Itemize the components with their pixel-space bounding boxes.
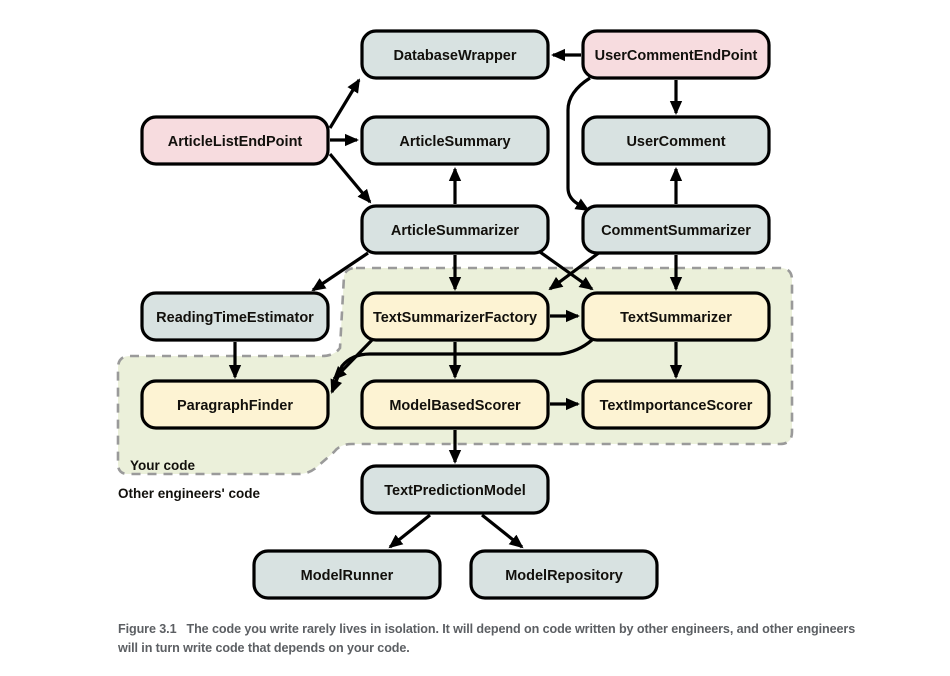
node-label: TextSummarizer [620,310,732,326]
edge-articlelistendpoint-articlesummarizer [328,152,372,204]
node-commentsummarizer[interactable]: CommentSummarizer [581,204,771,255]
edge-articlesummarizer-textsummarizer [539,250,594,291]
edge-textpredictionmodel-modelrunner [388,513,431,549]
figure-caption-text: The code you write rarely lives in isola… [118,622,856,655]
node-textsummarizerfactory[interactable]: TextSummarizerFactory [360,291,550,342]
node-layer: DatabaseWrapper UserCommentEndPoint Arti… [140,29,771,600]
node-usercommentendpoint[interactable]: UserCommentEndPoint [581,29,771,80]
node-modelrunner[interactable]: ModelRunner [252,549,442,600]
node-articlesummarizer[interactable]: ArticleSummarizer [360,204,550,255]
node-label: ArticleSummary [399,134,510,150]
node-databasewrapper[interactable]: DatabaseWrapper [360,29,550,80]
node-textimportancescorer[interactable]: TextImportanceScorer [581,379,771,430]
node-label: ArticleSummarizer [391,223,519,239]
figure-number: Figure 3.1 [118,622,177,636]
node-articlelistendpoint[interactable]: ArticleListEndPoint [140,115,330,166]
node-label: CommentSummarizer [601,223,751,239]
node-textpredictionmodel[interactable]: TextPredictionModel [360,464,550,515]
node-label: ModelBasedScorer [389,398,521,414]
edge-usercommentendpoint-commentsummarizer [566,76,591,212]
node-paragraphfinder[interactable]: ParagraphFinder [140,379,330,430]
node-label: ArticleListEndPoint [168,134,303,150]
legend-other-engineers-code: Other engineers' code [118,486,260,501]
node-modelbasedscorer[interactable]: ModelBasedScorer [360,379,550,430]
edge-articlelistendpoint-databasewrapper [328,78,361,129]
node-label: TextSummarizerFactory [373,310,537,326]
edge-commentsummarizer-textsummarizerfactory [548,250,601,291]
edge-layer [228,48,683,549]
edge-textsummarizer-paragraphfinder [330,338,594,394]
node-label: TextPredictionModel [384,483,526,499]
node-readingtimeestimator[interactable]: ReadingTimeEstimator [140,291,330,342]
edge-textpredictionmodel-modelrepository [481,513,524,549]
node-modelrepository[interactable]: ModelRepository [469,549,659,600]
node-label: ParagraphFinder [177,398,293,414]
node-label: DatabaseWrapper [393,48,516,64]
node-textsummarizer[interactable]: TextSummarizer [581,291,771,342]
node-usercomment[interactable]: UserComment [581,115,771,166]
node-label: UserCommentEndPoint [595,48,758,64]
edge-articlesummarizer-readingtimeestimator [311,251,369,292]
node-articlesummary[interactable]: ArticleSummary [360,115,550,166]
node-label: ReadingTimeEstimator [156,310,314,326]
node-label: ModelRepository [505,568,623,584]
node-label: TextImportanceScorer [600,398,753,414]
node-label: UserComment [626,134,725,150]
node-label: ModelRunner [301,568,394,584]
legend-your-code: Your code [130,458,196,473]
